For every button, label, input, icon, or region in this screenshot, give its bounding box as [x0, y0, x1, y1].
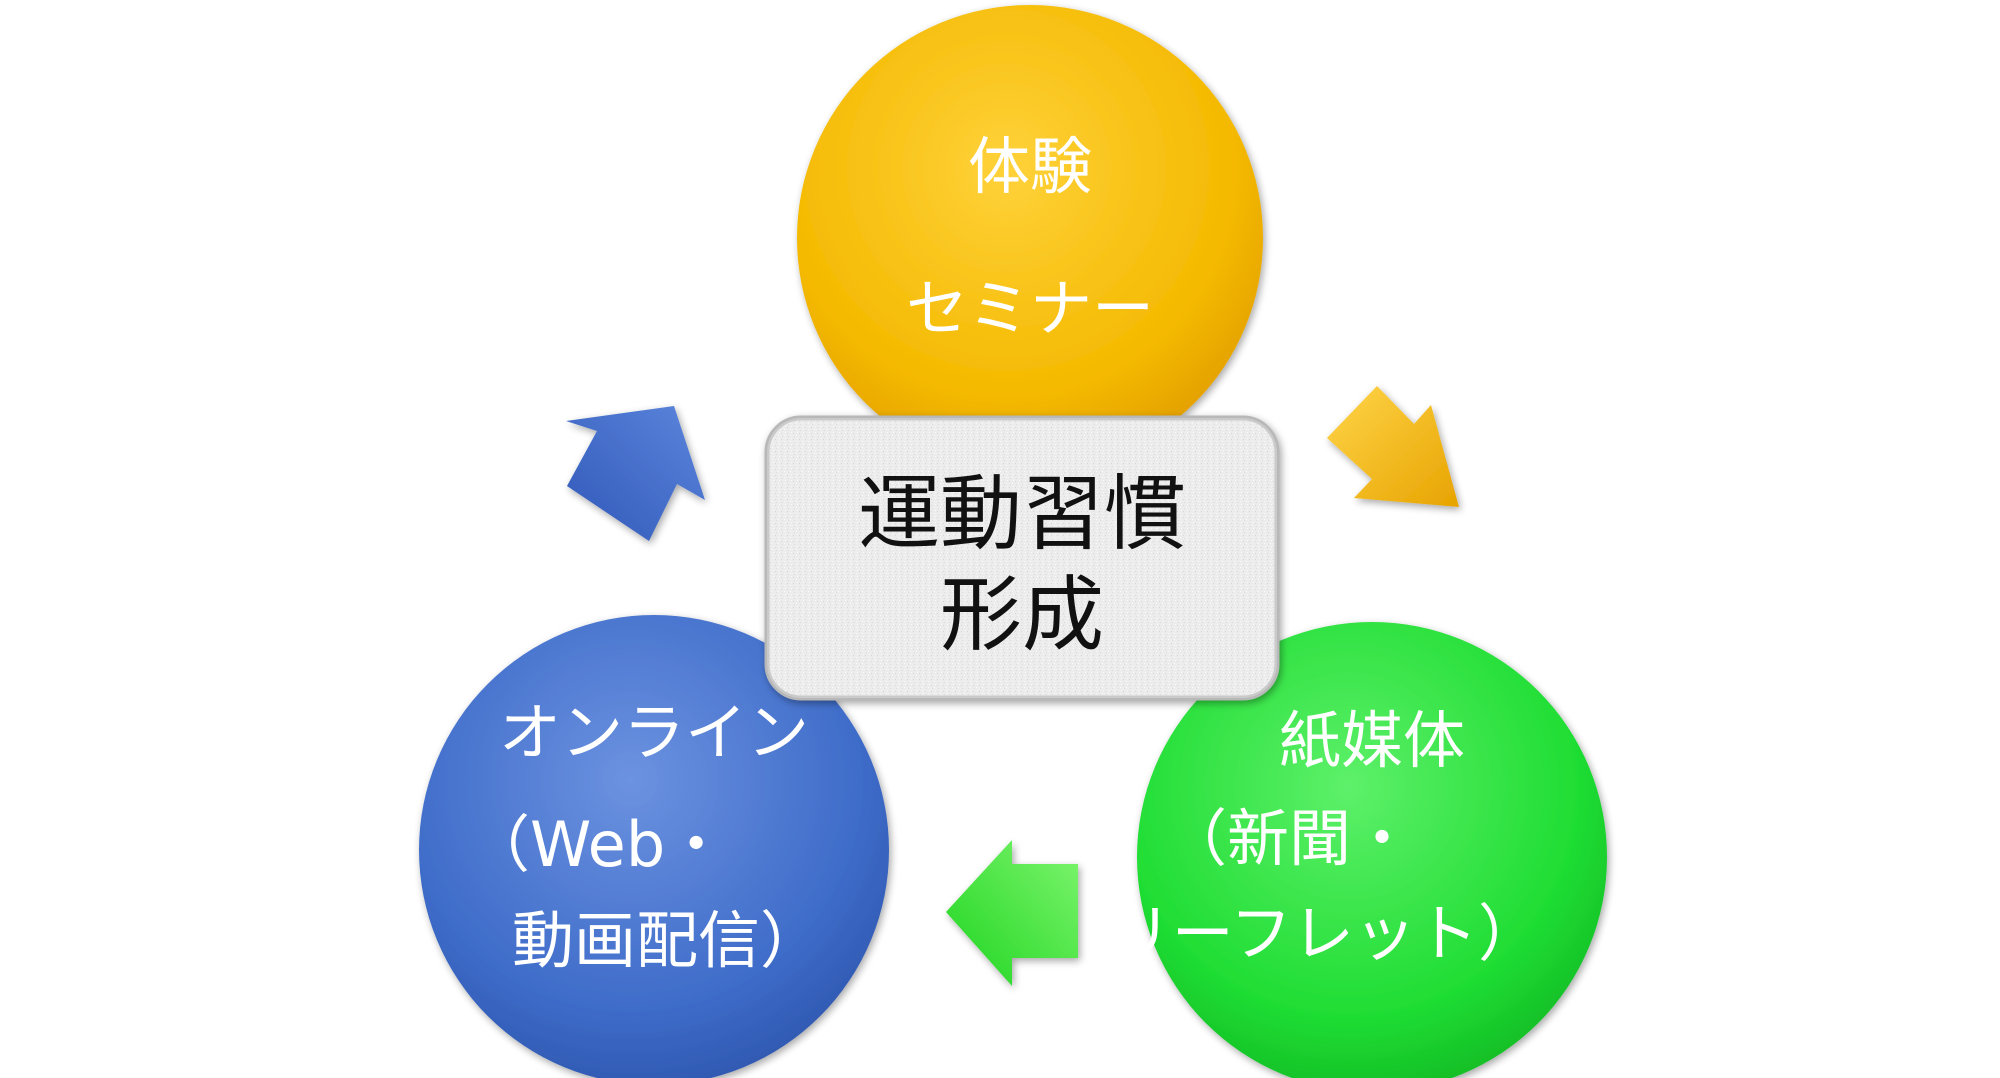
node-left-line-3: 動画配信）: [512, 904, 822, 977]
node-right-line-3: リーフレット）: [1110, 897, 1540, 970]
arrow-top-to-right: [1327, 386, 1459, 507]
arrow-left-to-top: [566, 406, 705, 541]
node-top: [797, 5, 1263, 471]
node-right-line-2: （新聞・: [1165, 802, 1413, 875]
node-left-line-1: オンライン: [499, 696, 809, 769]
node-left: [419, 615, 889, 1078]
center-title-line-2: 形成: [940, 568, 1104, 663]
node-left-line-2: （Web・: [468, 808, 727, 881]
center-box: [764, 415, 1280, 701]
node-top-line-2: セミナー: [906, 272, 1154, 345]
node-top-line-1: 体験: [968, 130, 1092, 203]
center-title-line-1: 運動習慣: [858, 467, 1186, 562]
arrow-right-to-left: [946, 840, 1078, 986]
node-right: [1137, 622, 1607, 1078]
node-right-line-1: 紙媒体: [1279, 704, 1465, 777]
